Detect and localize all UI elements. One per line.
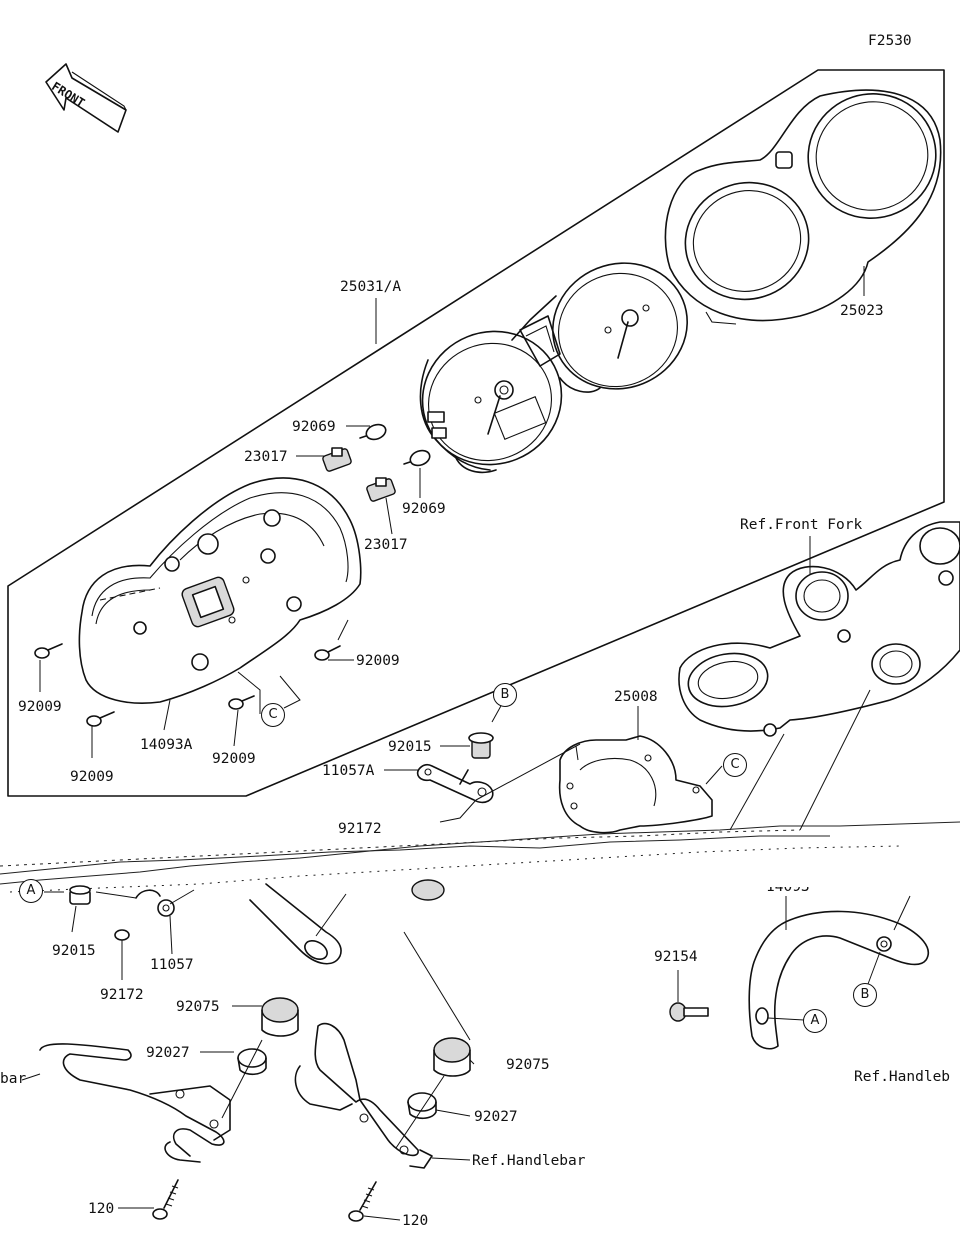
part-label-120-left[interactable]: 120 bbox=[88, 1201, 115, 1217]
part-label-14093[interactable]: 14093 bbox=[766, 879, 810, 895]
part-label-92015-lower[interactable]: 92015 bbox=[52, 943, 96, 959]
part-label-25031A[interactable]: 25031/A bbox=[340, 279, 402, 295]
bulb-92069-lower-icon bbox=[403, 449, 431, 467]
ref-label-front-fork[interactable]: Ref.Front Fork bbox=[740, 517, 863, 533]
part-label-92009-bottom[interactable]: 92009 bbox=[70, 769, 114, 785]
meter-cover-drawing bbox=[664, 89, 942, 325]
stay-right-drawing bbox=[294, 879, 471, 1169]
part-label-92009-mid[interactable]: 92009 bbox=[212, 751, 256, 767]
part-label-25008[interactable]: 25008 bbox=[614, 689, 658, 705]
part-label-25023[interactable]: 25023 bbox=[840, 303, 884, 319]
screw-92009-lower-mid-icon bbox=[228, 695, 255, 710]
cover-14093-drawing bbox=[748, 910, 929, 1050]
bolt-120-right-icon bbox=[348, 1181, 377, 1222]
socket-23017-upper-icon bbox=[322, 447, 352, 472]
part-label-92009-left[interactable]: 92009 bbox=[18, 699, 62, 715]
screw-92009-right-icon bbox=[314, 645, 341, 661]
screw-92154-icon bbox=[669, 1002, 709, 1022]
part-label-92027-left[interactable]: 92027 bbox=[146, 1045, 190, 1061]
part-label-92172-lower[interactable]: 92172 bbox=[100, 987, 144, 1003]
ref-label-handlebar-left[interactable]: bar bbox=[0, 1071, 27, 1087]
part-label-23017-lower[interactable]: 23017 bbox=[364, 537, 408, 553]
part-label-11057[interactable]: 11057 bbox=[150, 957, 194, 973]
part-label-92075-right[interactable]: 92075 bbox=[506, 1057, 550, 1073]
front-arrow-icon bbox=[45, 63, 127, 133]
screw-92172-lower-icon bbox=[114, 929, 130, 941]
screw-92009-lower-left-icon bbox=[86, 711, 115, 727]
part-label-92172-upper[interactable]: 92172 bbox=[338, 821, 382, 837]
torn-edge-band bbox=[0, 821, 960, 893]
socket-23017-lower-icon bbox=[366, 477, 396, 502]
stay-left-drawing bbox=[39, 883, 342, 1163]
triple-clamp-drawing bbox=[678, 521, 960, 737]
part-label-14093A[interactable]: 14093A bbox=[140, 737, 193, 753]
part-label-92069-upper[interactable]: 92069 bbox=[292, 419, 336, 435]
part-label-92009-right[interactable]: 92009 bbox=[356, 653, 400, 669]
part-label-120-right[interactable]: 120 bbox=[402, 1213, 429, 1229]
callout-a-left[interactable]: A bbox=[19, 879, 43, 903]
part-label-23017-upper[interactable]: 23017 bbox=[244, 449, 288, 465]
callout-c-top[interactable]: C bbox=[261, 703, 285, 727]
part-label-92027-right[interactable]: 92027 bbox=[474, 1109, 518, 1125]
callout-b-right[interactable]: B bbox=[853, 983, 877, 1007]
leader-lines bbox=[21, 266, 911, 1221]
screw-92009-left-icon bbox=[34, 643, 63, 659]
callout-b-top[interactable]: B bbox=[493, 683, 517, 707]
figure-code: F2530 bbox=[868, 33, 912, 49]
part-label-92154[interactable]: 92154 bbox=[654, 949, 698, 965]
meter-gauges-drawing bbox=[419, 262, 688, 474]
bracket-11057-lower-drawing bbox=[135, 889, 175, 917]
meter-case-drawing bbox=[78, 477, 362, 704]
bulb-92069-upper-icon bbox=[359, 423, 387, 441]
bolt-120-left-icon bbox=[152, 1179, 179, 1220]
part-label-92075-left[interactable]: 92075 bbox=[176, 999, 220, 1015]
ref-label-handlebar-right[interactable]: Ref.Handleb bbox=[854, 1069, 951, 1085]
ref-label-handlebar-center[interactable]: Ref.Handlebar bbox=[472, 1153, 586, 1169]
callout-a-right[interactable]: A bbox=[803, 1009, 827, 1033]
part-label-92015-upper[interactable]: 92015 bbox=[388, 739, 432, 755]
part-label-11057A[interactable]: 11057A bbox=[322, 763, 375, 779]
part-label-92069-lower[interactable]: 92069 bbox=[402, 501, 446, 517]
meter-bracket-25008-drawing bbox=[558, 735, 713, 834]
assembly-boundary bbox=[7, 69, 945, 797]
callout-c-right[interactable]: C bbox=[723, 753, 747, 777]
collar-92015-lower-icon bbox=[69, 885, 91, 905]
bracket-11057A-drawing bbox=[416, 732, 494, 804]
